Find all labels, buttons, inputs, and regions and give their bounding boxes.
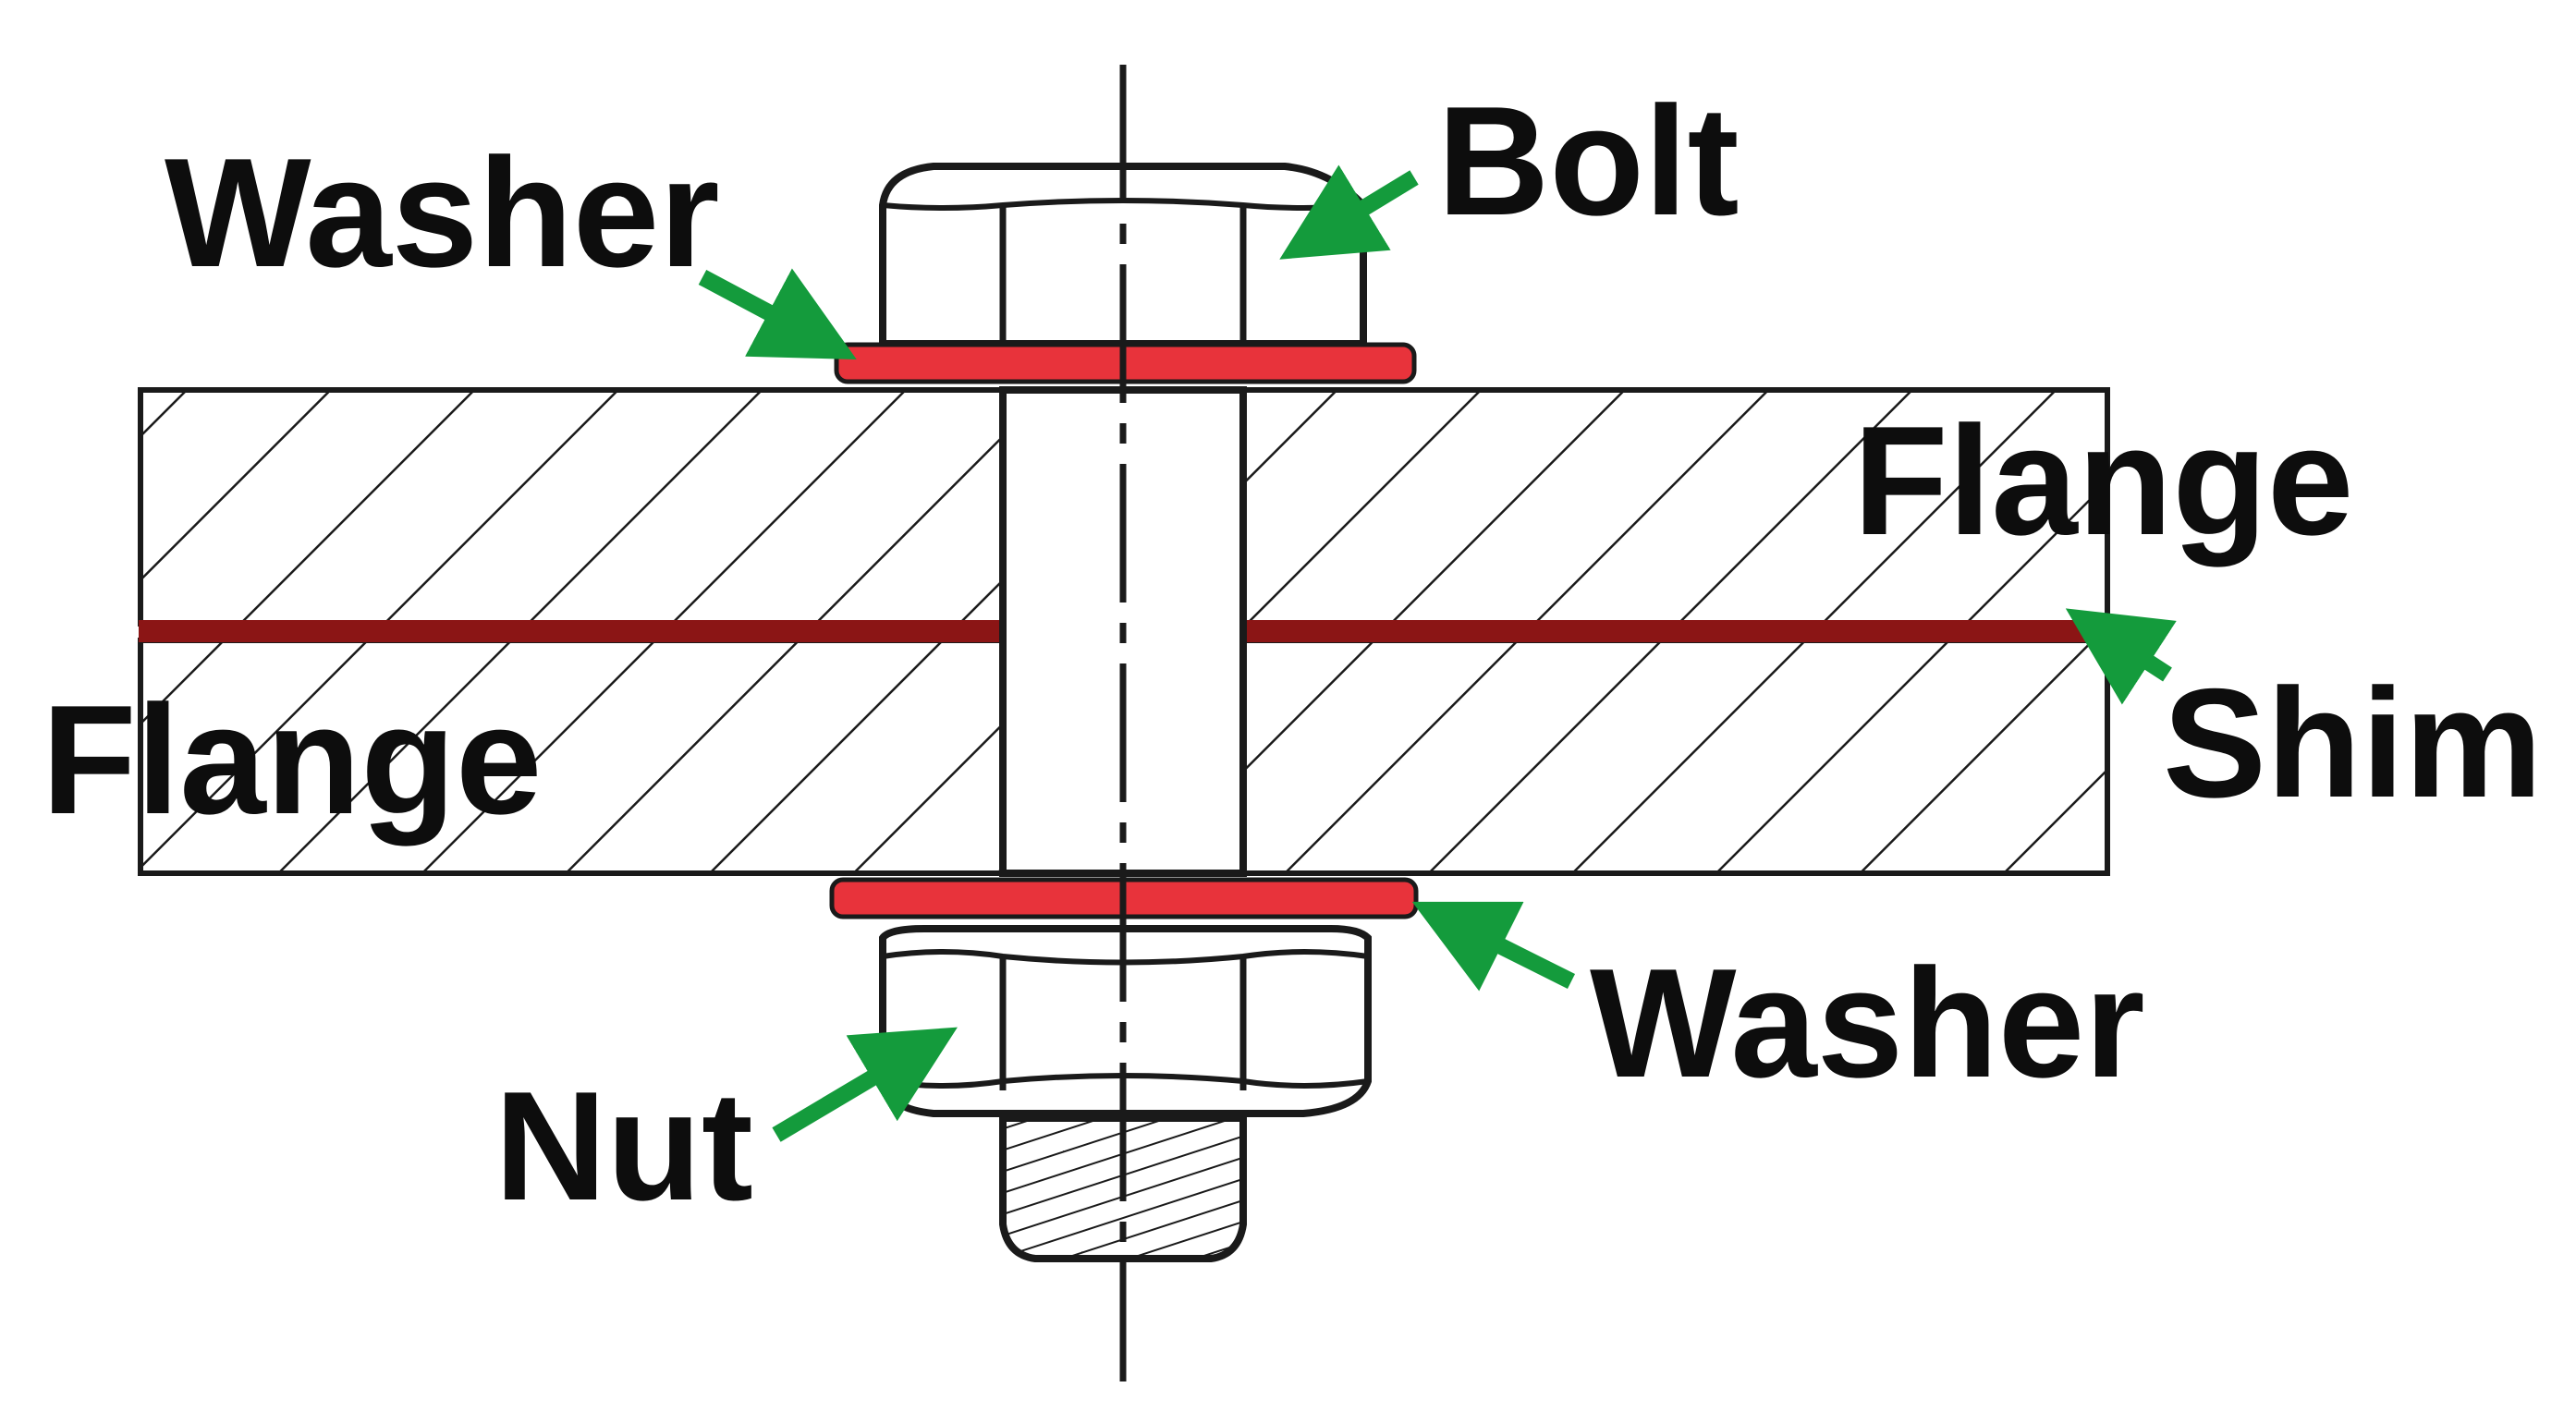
arrows	[698, 164, 2177, 1142]
upper-flange	[138, 387, 2110, 627]
shim	[139, 620, 2096, 642]
label-washer-top: Washer	[165, 126, 720, 299]
label-flange-upper: Flange	[1853, 394, 2353, 567]
label-nut: Nut	[494, 1059, 753, 1233]
arrow-washer-top	[698, 268, 857, 359]
label-shim: Shim	[2163, 656, 2543, 830]
arrow-shim	[2065, 608, 2177, 705]
label-flange-lower: Flange	[42, 673, 542, 846]
arrow-bolt	[1279, 164, 1419, 260]
arrow-washer-bottom	[1411, 901, 1576, 992]
label-washer-bottom: Washer	[1590, 936, 2145, 1110]
arrow-nut	[772, 1027, 958, 1142]
label-bolt: Bolt	[1437, 74, 1740, 248]
